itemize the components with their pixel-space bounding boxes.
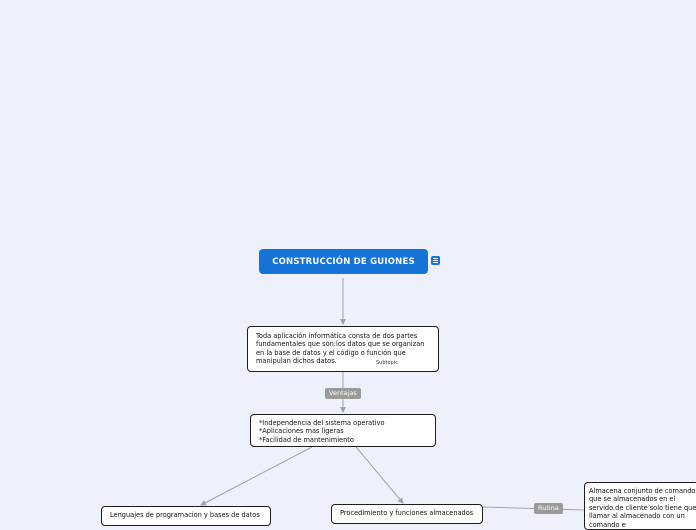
subtopic-label: Subtopic [376, 360, 398, 366]
topic-ventajas[interactable]: *Independencia del sistema operativo *Ap… [250, 414, 436, 447]
connector-procedimiento-almacena [482, 506, 585, 511]
topic-main[interactable]: Toda aplicación informática consta de do… [247, 326, 439, 372]
connector-ventajas-lenguajes [200, 446, 313, 506]
relationship-label-rutina[interactable]: Rutina [534, 503, 563, 514]
root-topic-title: CONSTRUCCIÓN DE GUIONES [272, 256, 415, 267]
relationship-label-ventajas[interactable]: Ventajas [325, 388, 361, 399]
topic-lenguajes[interactable]: Lenguajes de programacion y bases de dat… [101, 506, 271, 526]
connector-ventajas-procedimiento [355, 446, 404, 504]
note-lines-icon[interactable] [431, 256, 440, 265]
root-topic[interactable]: CONSTRUCCIÓN DE GUIONES [259, 249, 428, 274]
topic-procedimiento[interactable]: Procedimiento y funciones almacenados [331, 504, 483, 524]
topic-almacena[interactable]: Almacena conjunto de comandos que se alm… [584, 482, 696, 530]
